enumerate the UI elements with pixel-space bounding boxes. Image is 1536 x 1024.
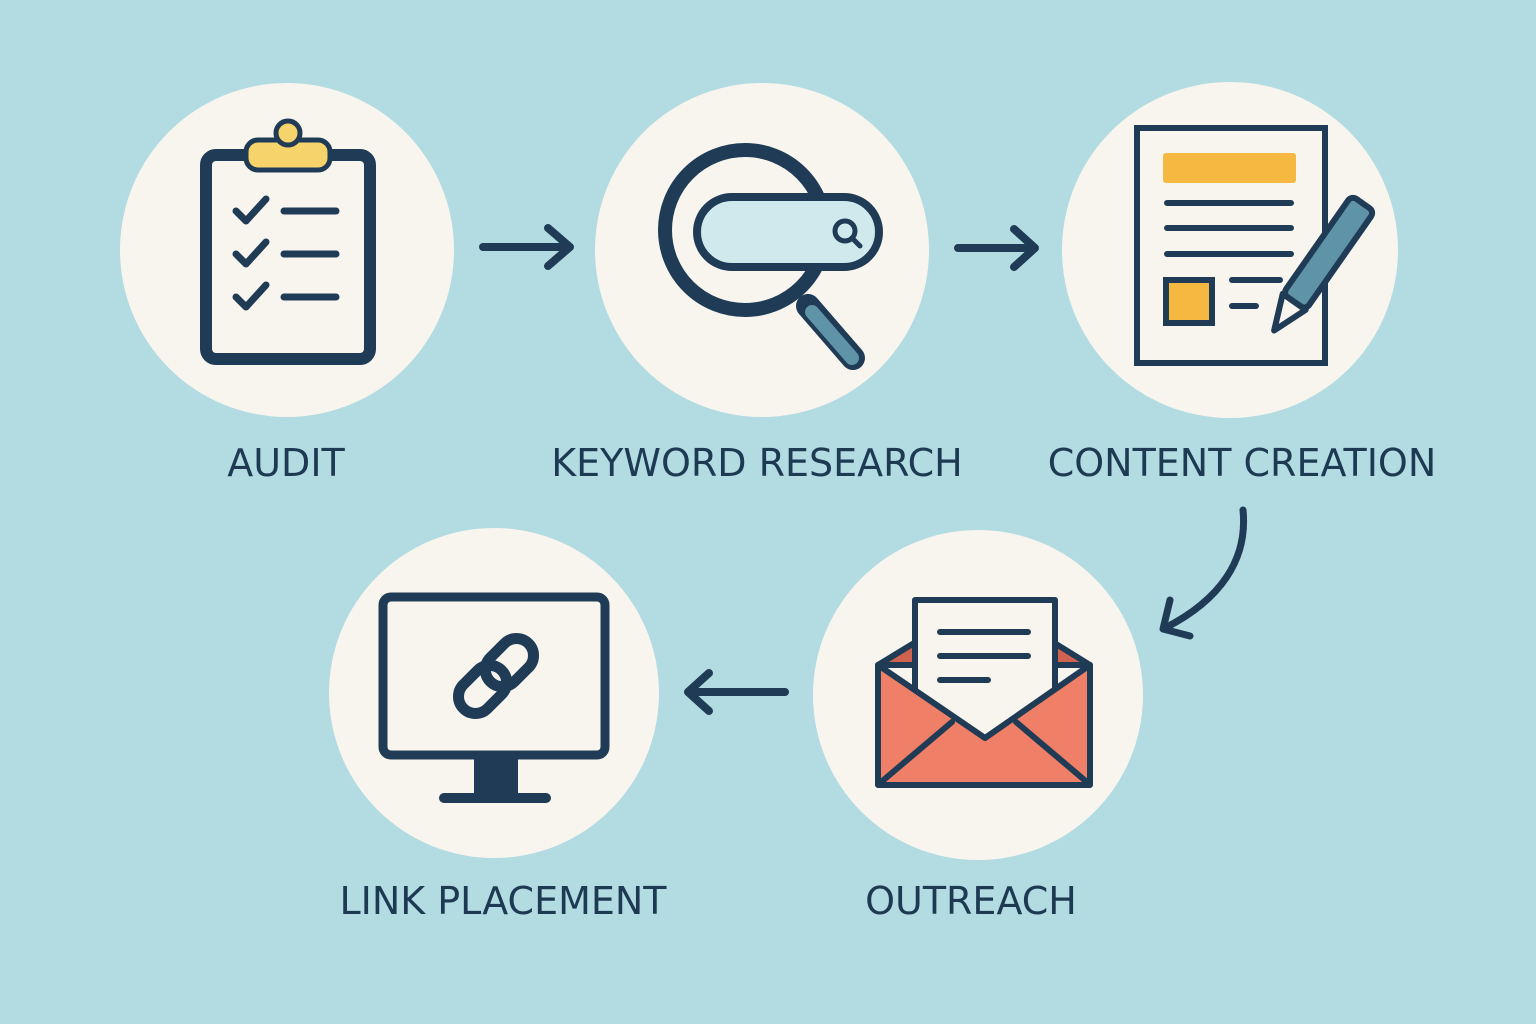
- step-label: CONTENT CREATION: [1048, 441, 1437, 485]
- monitor-link-icon: [378, 592, 610, 803]
- step-link-placement: LINK PLACEMENT: [329, 528, 667, 923]
- step-outreach: OUTREACH: [813, 530, 1143, 923]
- step-label: LINK PLACEMENT: [339, 879, 667, 923]
- magnifying-glass-search-icon: [658, 143, 883, 370]
- document-pencil-icon: [1134, 125, 1376, 366]
- link-circle: [329, 528, 659, 858]
- step-keyword-research: KEYWORD RESEARCH: [551, 83, 963, 485]
- step-label: OUTREACH: [865, 879, 1077, 923]
- arrow-right-icon: [954, 225, 1039, 271]
- step-content-creation: CONTENT CREATION: [1048, 82, 1437, 485]
- step-audit: AUDIT: [120, 83, 454, 485]
- step-label: AUDIT: [227, 441, 345, 485]
- arrow-curved-down-icon: [1159, 506, 1248, 640]
- envelope-letter-icon: [875, 597, 1093, 788]
- clipboard-checklist-icon: [200, 118, 376, 365]
- step-label: KEYWORD RESEARCH: [551, 441, 963, 485]
- arrow-left-icon: [684, 669, 789, 715]
- arrow-right-icon: [479, 224, 574, 270]
